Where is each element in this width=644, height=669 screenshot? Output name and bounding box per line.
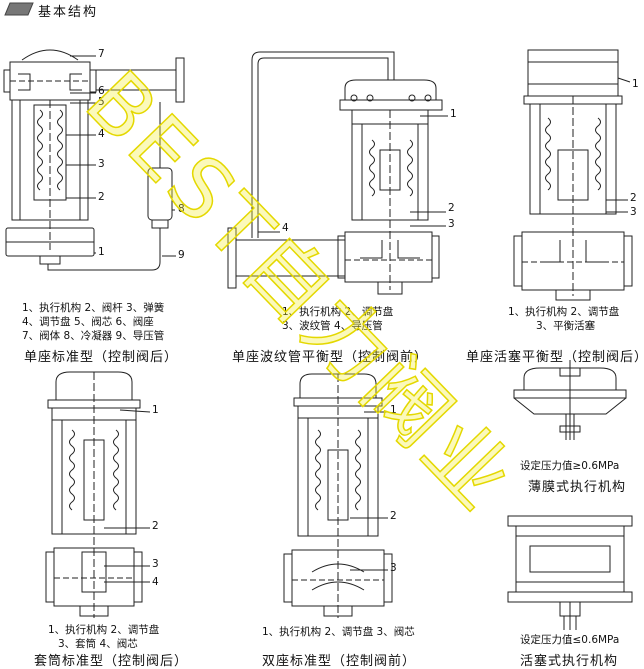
callout-d2-2: 2 — [448, 202, 455, 214]
section-header: 基本结构 — [0, 0, 644, 20]
diagram-bellows-balanced — [227, 51, 448, 295]
legend-d4-line1: 1、执行机构 2、调节盘 — [48, 624, 160, 636]
callout-d3-2: 2 — [630, 192, 637, 204]
legend-d1-line2: 4、调节盘 5、阀芯 6、阀座 — [22, 316, 154, 328]
callout-d4-2: 2 — [152, 520, 159, 532]
caption-d5: 双座标准型（控制阀前） — [262, 654, 417, 669]
legend-d3-line2: 3、平衡活塞 — [536, 320, 596, 332]
legend-d1-line1: 1、执行机构 2、阀杆 3、弹簧 — [22, 302, 165, 314]
legend-d1-line3: 7、阀体 8、冷凝器 9、导压管 — [22, 330, 165, 342]
legend-d6: 设定压力值≥0.6MPa — [520, 460, 620, 472]
callout-d1-1: 1 — [98, 246, 105, 258]
caption-d3: 单座活塞平衡型（控制阀后） — [466, 350, 644, 365]
legend-d2-line2: 3、波纹管 4、导压管 — [282, 320, 383, 332]
diagram-double-seat-standard — [283, 373, 393, 618]
callout-d5-1: 1 — [390, 404, 397, 416]
callout-d4-3: 3 — [152, 558, 159, 570]
caption-d1: 单座标准型（控制阀后） — [24, 350, 179, 365]
callout-d4-4: 4 — [152, 576, 159, 588]
section-title: 基本结构 — [38, 5, 99, 20]
diagram-piston-balanced — [513, 49, 633, 301]
caption-d7: 活塞式执行机构 — [520, 654, 619, 669]
callout-d1-3: 3 — [98, 158, 105, 170]
legend-d3-line1: 1、执行机构 2、调节盘 — [508, 306, 620, 318]
callout-d2-1: 1 — [450, 108, 457, 120]
callout-d1-9: 9 — [178, 249, 185, 261]
callout-d5-2: 2 — [390, 510, 397, 522]
callout-d3-3: 3 — [630, 206, 637, 218]
caption-d2: 单座波纹管平衡型（控制阀前） — [232, 350, 429, 365]
callout-d4-1: 1 — [152, 404, 159, 416]
legend-d4-line2: 3、套筒 4、阀芯 — [58, 638, 138, 650]
caption-d4: 套筒标准型（控制阀后） — [34, 654, 189, 669]
callout-d1-5: 5 — [98, 96, 105, 108]
callout-d1-7: 7 — [98, 48, 105, 60]
diagram-sleeve-standard — [45, 371, 151, 618]
caption-d6: 薄膜式执行机构 — [528, 480, 627, 495]
callout-d1-4: 4 — [98, 128, 105, 140]
callout-d3-1: 1 — [632, 78, 639, 90]
callout-d2-3: 3 — [448, 218, 455, 230]
legend-d5-line1: 1、执行机构 2、调节盘 3、阀芯 — [262, 626, 415, 638]
callout-d1-2: 2 — [98, 191, 105, 203]
callout-d5-3: 3 — [390, 562, 397, 574]
callout-d2-4: 4 — [282, 222, 289, 234]
legend-d7: 设定压力值≤0.6MPa — [520, 634, 620, 646]
diagram-piston-actuator — [507, 515, 633, 630]
callout-d1-8: 8 — [178, 203, 185, 215]
diagram-single-seat-standard — [3, 49, 185, 271]
diagram-diaphragm-actuator — [513, 360, 627, 440]
legend-d2-line1: 1、执行机构 2、调节盘 — [282, 306, 394, 318]
parallelogram-icon — [4, 2, 34, 16]
callout-d1-6: 6 — [98, 85, 105, 97]
